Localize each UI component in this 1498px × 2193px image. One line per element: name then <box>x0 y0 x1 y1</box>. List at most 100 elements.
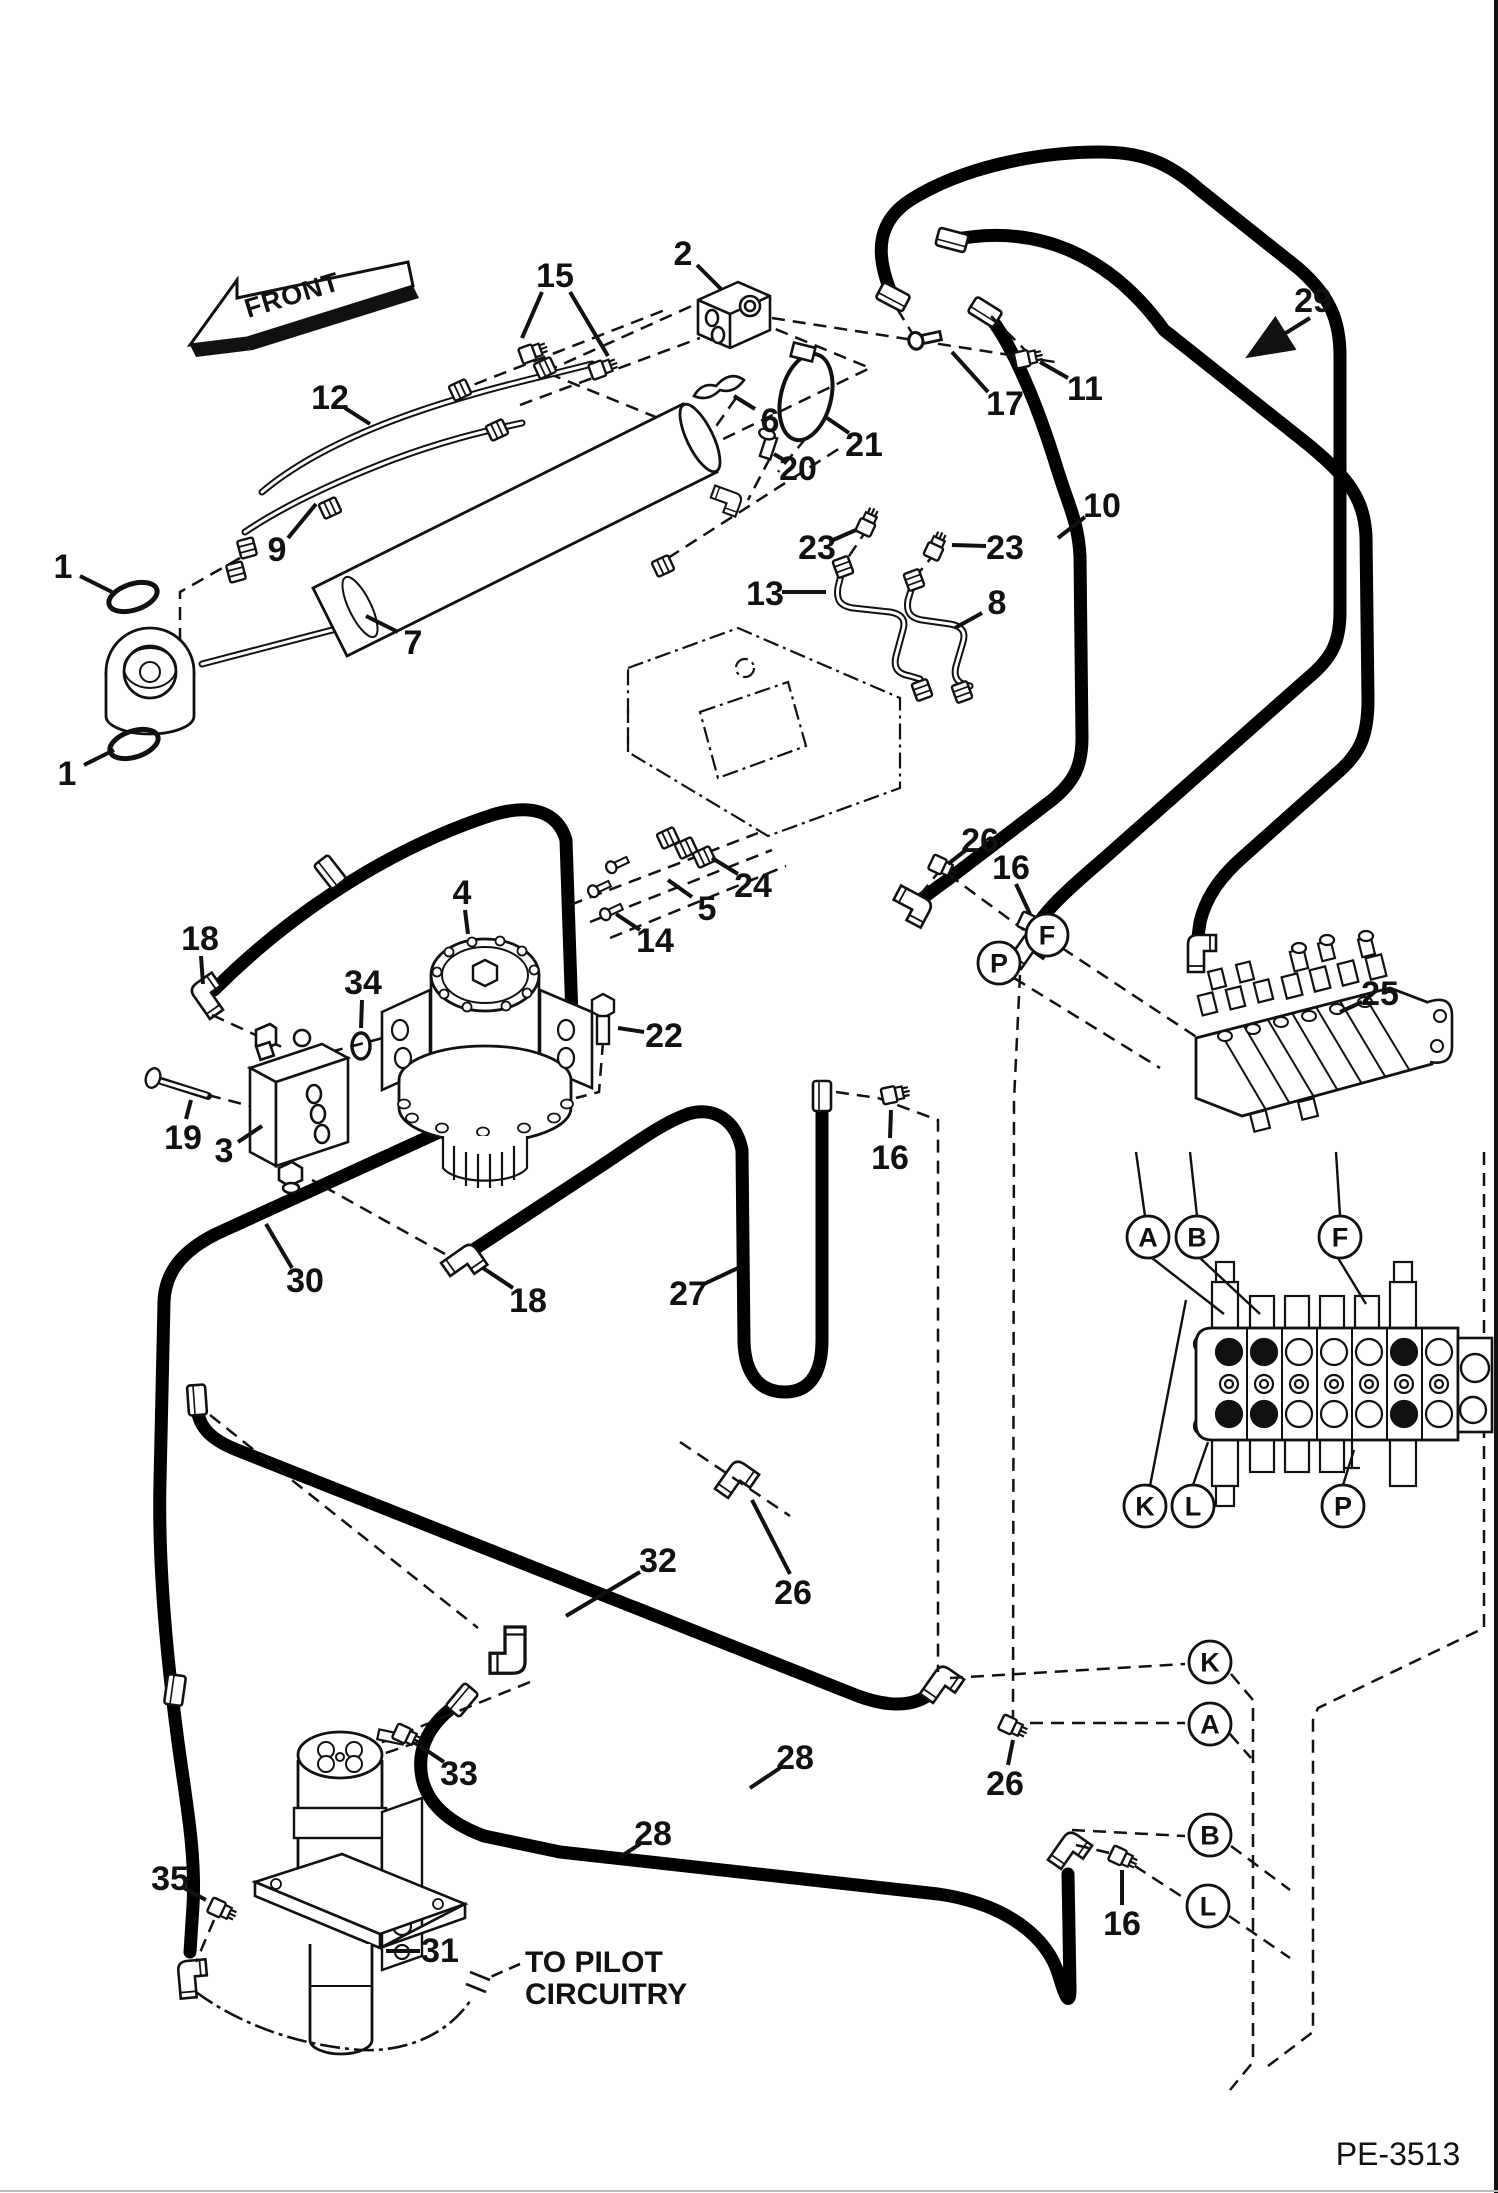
callout-leader-line <box>732 394 757 411</box>
callout-leader-line <box>950 350 990 394</box>
port-letter-L: L <box>1200 1892 1217 1922</box>
callout-label-16: 16 <box>871 1139 909 1177</box>
elbow-fitting-32-icon <box>488 1625 527 1675</box>
port-circle-L <box>1170 1483 1216 1529</box>
port-letter-K: K <box>1135 1492 1155 1522</box>
dashed-line-group <box>178 298 1486 2091</box>
callout-leader-line <box>1056 515 1087 540</box>
callout-label-7: 7 <box>404 624 423 662</box>
hose-10 <box>911 305 1089 909</box>
port-circle-B <box>1174 1214 1220 1260</box>
hose-coupling <box>811 1079 833 1113</box>
callout-leader-line <box>264 1222 294 1270</box>
port-circle-K <box>1122 1483 1168 1529</box>
callout-leader-line <box>772 452 786 462</box>
clamp-21 <box>777 340 835 443</box>
port-circle-B <box>1187 1812 1233 1858</box>
callout-label-2: 2 <box>674 235 693 273</box>
hose-group <box>153 145 1375 2005</box>
tube-nut-icon <box>224 560 248 584</box>
callout-label-35: 35 <box>151 1860 189 1898</box>
port-circle-F <box>1317 1214 1363 1260</box>
callout-leader-line <box>199 955 205 985</box>
callout-label-12: 12 <box>311 379 349 417</box>
port-leader-lines <box>1134 1151 1368 1487</box>
callout-leader-line <box>83 748 115 767</box>
callout-leader-line <box>463 909 470 935</box>
callout-label-30: 30 <box>286 1262 324 1300</box>
o-ring-34 <box>350 1031 372 1061</box>
front-arrow: FRONT <box>186 260 419 357</box>
valve-3 <box>246 1022 352 1195</box>
port-circle-A <box>1187 1701 1233 1747</box>
callout-leader-line <box>1039 360 1069 380</box>
fitting-35-icon <box>205 1896 241 1925</box>
tube-nut-icon <box>902 567 926 593</box>
callout-leader-line <box>1339 1000 1363 1014</box>
hose-coupling <box>874 280 912 314</box>
callout-leader-line <box>1006 1739 1015 1766</box>
port-letter-B: B <box>1187 1223 1207 1253</box>
callout-label-18: 18 <box>509 1282 547 1320</box>
fitting-23-icon <box>922 527 951 563</box>
pilot-note-line2: CIRCUITRY <box>525 1978 687 2011</box>
callout-leader-line <box>564 1570 642 1618</box>
callout-leader-line <box>568 290 610 358</box>
callout-leader-line <box>951 543 987 548</box>
callout-leader-line <box>520 291 544 339</box>
cylinder-port-elbow-icon <box>706 484 745 518</box>
tube-nut-icon <box>235 536 259 560</box>
pilot-valve-31 <box>251 1728 469 2056</box>
callout-label-23: 23 <box>798 529 836 567</box>
callout-label-16: 16 <box>992 849 1030 887</box>
hose-29 <box>874 145 1347 951</box>
callout-label-13: 13 <box>746 575 784 613</box>
bolt-5-icon <box>603 853 632 876</box>
callout-leader-line <box>184 1099 193 1120</box>
fitting-15-icon <box>586 354 622 382</box>
callout-label-10: 10 <box>1083 487 1121 525</box>
callout-label-18: 18 <box>181 920 219 958</box>
callout-leader-line <box>888 1109 893 1139</box>
elbow-fitting-pilot-icon <box>176 1958 210 2000</box>
callout-label-14: 14 <box>636 922 674 960</box>
hose-29-twin <box>945 228 1375 951</box>
callout-label-3: 3 <box>215 1132 234 1170</box>
callout-leader-line <box>286 502 318 540</box>
bolt-22 <box>590 992 616 1046</box>
port-letter-A: A <box>1138 1223 1158 1253</box>
callout-label-26: 26 <box>774 1574 812 1612</box>
hose-coupling <box>933 226 971 254</box>
callout-label-16: 16 <box>1103 1905 1141 1943</box>
page-edge-right <box>1494 0 1498 2193</box>
callout-leader-line <box>618 1842 642 1859</box>
hose-27 <box>463 1093 829 1399</box>
callout-leader-line <box>365 614 399 634</box>
callout-label-23: 23 <box>986 529 1024 567</box>
callout-leader-line <box>946 848 968 866</box>
valve-block-2 <box>696 280 772 350</box>
callout-label-6: 6 <box>761 402 780 440</box>
hose-30 <box>153 803 579 1959</box>
bolt-20 <box>758 427 779 461</box>
callout-leader-line <box>79 574 113 594</box>
port-circle-L <box>1185 1883 1231 1929</box>
callout-leader-line <box>695 263 724 292</box>
callout-label-17: 17 <box>986 385 1024 423</box>
callout-leader-line <box>236 1124 264 1144</box>
port-letter-F: F <box>1332 1223 1349 1253</box>
port-letter-F: F <box>1039 921 1056 951</box>
control-valve-bottom-view <box>1192 1260 1494 1508</box>
fitting-26-icon <box>996 1713 1032 1742</box>
boom-cylinder <box>104 402 722 736</box>
callout-label-4: 4 <box>453 874 472 912</box>
callout-label-19: 19 <box>164 1119 202 1157</box>
pilot-note-line1: TO PILOT <box>525 1946 663 1979</box>
callout-leader-layer <box>79 263 1363 1953</box>
valve-25-stubs <box>1196 929 1388 1017</box>
callout-leader-line <box>1245 315 1312 359</box>
bolt-5-icon <box>585 877 614 900</box>
callout-label-28: 28 <box>634 1815 672 1853</box>
